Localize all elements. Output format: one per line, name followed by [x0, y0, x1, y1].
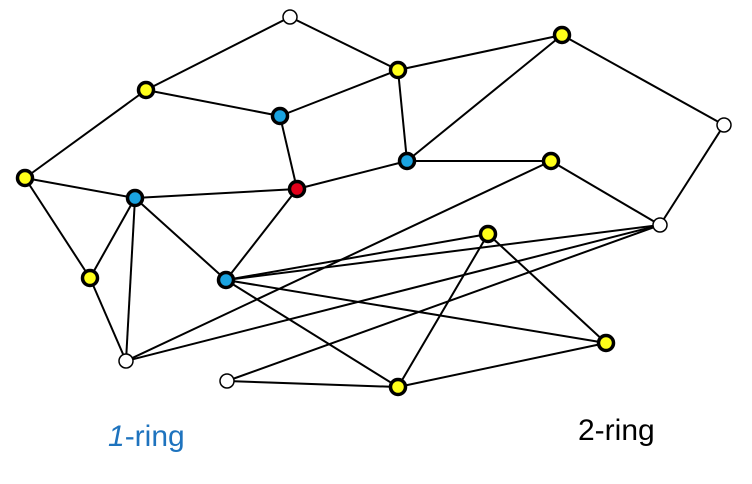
two-ring-label: 2-ring — [578, 414, 655, 447]
two-ring-vertex — [541, 151, 561, 171]
two-ring-vertex — [596, 333, 616, 353]
mesh-edge — [279, 69, 399, 117]
mesh-edge — [397, 69, 408, 162]
mesh-edge — [550, 160, 661, 226]
one-ring-label: 1-ring — [108, 422, 185, 452]
one-ring-vertex — [270, 106, 290, 126]
mesh-edge — [225, 279, 399, 388]
mesh-edge — [659, 124, 725, 226]
mesh-edge — [24, 177, 91, 279]
mesh-edge — [89, 197, 136, 279]
mesh-edge — [289, 16, 399, 71]
two-ring-vertex — [80, 268, 100, 288]
mesh-edge — [225, 188, 298, 281]
mesh-vertices — [15, 9, 732, 397]
one-ring-vertex — [125, 188, 145, 208]
outer-vertex — [282, 9, 298, 25]
mesh-edge — [134, 188, 298, 199]
mesh-edge — [397, 342, 607, 388]
mesh-edge — [145, 16, 291, 91]
mesh-edge — [225, 279, 607, 344]
mesh-edges — [24, 16, 725, 388]
mesh-edge — [89, 277, 127, 362]
mesh-edge — [125, 160, 552, 362]
outer-vertex — [716, 117, 732, 133]
mesh-edge — [145, 89, 281, 117]
one-ring-label-number: 1 — [108, 420, 125, 453]
mesh-edge — [397, 233, 489, 388]
one-ring-vertex — [397, 151, 417, 171]
two-ring-vertex — [552, 25, 572, 45]
outer-vertex — [652, 217, 668, 233]
mesh-edge — [225, 233, 489, 281]
mesh-edge — [226, 380, 399, 388]
mesh-edge — [125, 224, 661, 362]
two-ring-vertex — [136, 80, 156, 100]
mesh-edge — [397, 34, 563, 71]
one-ring-vertex — [216, 270, 236, 290]
mesh-edge — [296, 160, 408, 190]
two-ring-vertex — [388, 60, 408, 80]
mesh-edge — [406, 34, 563, 162]
two-ring-vertex — [388, 377, 408, 397]
mesh-edge — [487, 233, 607, 344]
mesh-edge — [226, 224, 661, 382]
mesh-edge — [134, 197, 227, 281]
center-vertex — [287, 179, 307, 199]
mesh-edge — [279, 115, 298, 190]
two-ring-vertex — [15, 168, 35, 188]
outer-vertex — [219, 373, 235, 389]
one-ring-label-suffix: -ring — [124, 420, 185, 453]
mesh-edge — [24, 177, 136, 199]
mesh-edge — [24, 89, 147, 179]
mesh-edge — [561, 34, 725, 126]
two-ring-vertex — [478, 224, 498, 244]
mesh-edge — [125, 197, 136, 362]
outer-vertex — [118, 353, 134, 369]
mesh-edge — [225, 224, 661, 281]
